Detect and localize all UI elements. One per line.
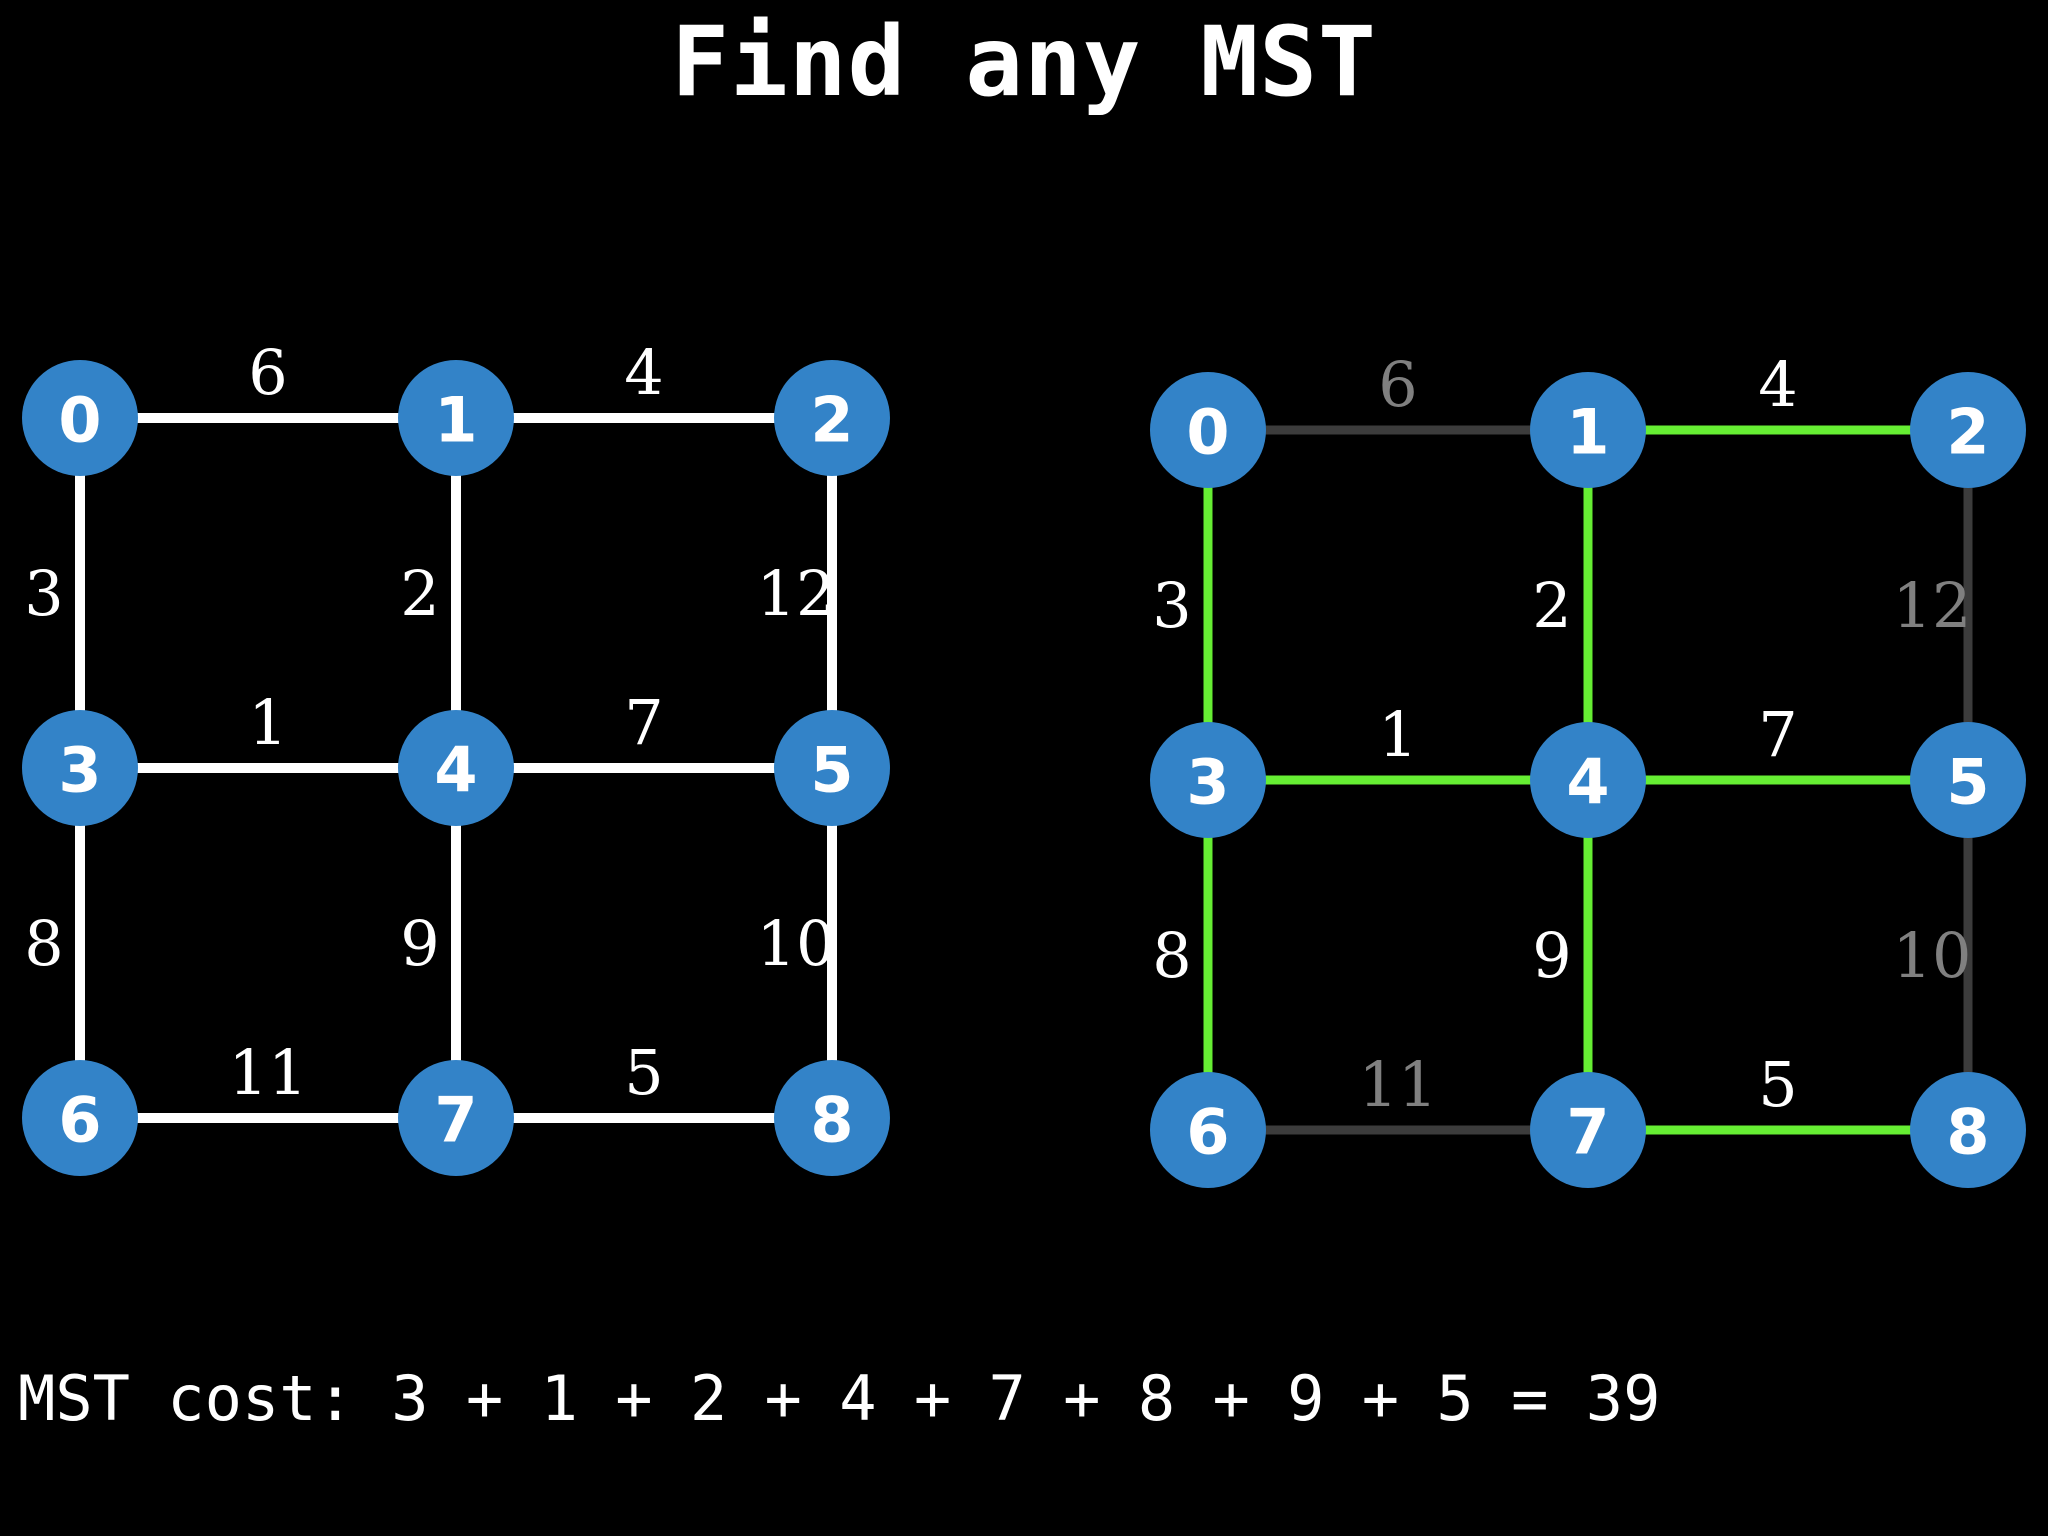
edge-weight-0-1: 6 (248, 336, 287, 409)
node-circle-4[interactable] (1530, 722, 1646, 838)
page-title: Find any MST (671, 6, 1377, 118)
node-label-2: 2 (810, 384, 853, 457)
edge-weight-7-8: 5 (1758, 1048, 1797, 1121)
node-3[interactable]: 3 (22, 710, 138, 826)
edge-weight-3-6: 8 (1152, 919, 1191, 992)
mst-cost-caption: MST cost: 3 + 1 + 2 + 4 + 7 + 8 + 9 + 5 … (18, 1362, 1661, 1435)
edge-weight-2-5: 12 (757, 557, 836, 630)
node-label-5: 5 (1946, 746, 1989, 819)
node-7[interactable]: 7 (398, 1060, 514, 1176)
node-8[interactable]: 8 (774, 1060, 890, 1176)
node-4[interactable]: 4 (398, 710, 514, 826)
edge-weight-3-6: 8 (24, 907, 63, 980)
node-circle-0[interactable] (22, 360, 138, 476)
node-5[interactable]: 5 (774, 710, 890, 826)
node-circle-5[interactable] (1910, 722, 2026, 838)
node-1[interactable]: 1 (398, 360, 514, 476)
node-circle-2[interactable] (1910, 372, 2026, 488)
node-label-6: 6 (1186, 1096, 1229, 1169)
node-label-8: 8 (1946, 1096, 1989, 1169)
node-circle-5[interactable] (774, 710, 890, 826)
node-label-7: 7 (434, 1084, 477, 1157)
node-circle-6[interactable] (22, 1060, 138, 1176)
edge-weight-6-7: 11 (1359, 1048, 1438, 1121)
edge-weight-1-4: 2 (1532, 569, 1571, 642)
node-label-0: 0 (1186, 396, 1229, 469)
node-7[interactable]: 7 (1530, 1072, 1646, 1188)
edge-weight-4-7: 9 (1532, 919, 1571, 992)
edge-weight-1-2: 4 (1758, 348, 1797, 421)
edge-weight-3-4: 1 (1378, 698, 1417, 771)
node-0[interactable]: 0 (22, 360, 138, 476)
edge-weight-5-8: 10 (757, 907, 836, 980)
node-circle-0[interactable] (1150, 372, 1266, 488)
node-1[interactable]: 1 (1530, 372, 1646, 488)
edge-weight-4-5: 7 (624, 686, 663, 759)
node-6[interactable]: 6 (1150, 1072, 1266, 1188)
edge-weight-1-2: 4 (624, 336, 663, 409)
node-label-7: 7 (1566, 1096, 1609, 1169)
node-label-1: 1 (434, 384, 477, 457)
edge-weight-0-1: 6 (1378, 348, 1417, 421)
node-circle-3[interactable] (1150, 722, 1266, 838)
node-circle-7[interactable] (398, 1060, 514, 1176)
node-circle-3[interactable] (22, 710, 138, 826)
node-label-2: 2 (1946, 396, 1989, 469)
node-circle-4[interactable] (398, 710, 514, 826)
node-5[interactable]: 5 (1910, 722, 2026, 838)
edge-weight-4-5: 7 (1758, 698, 1797, 771)
node-label-4: 4 (434, 734, 477, 807)
edge-weight-2-5: 12 (1893, 569, 1972, 642)
node-8[interactable]: 8 (1910, 1072, 2026, 1188)
edge-weight-7-8: 5 (624, 1036, 663, 1109)
node-circle-6[interactable] (1150, 1072, 1266, 1188)
edge-weight-3-4: 1 (248, 686, 287, 759)
node-circle-8[interactable] (774, 1060, 890, 1176)
node-2[interactable]: 2 (774, 360, 890, 476)
node-label-8: 8 (810, 1084, 853, 1157)
node-4[interactable]: 4 (1530, 722, 1646, 838)
node-label-5: 5 (810, 734, 853, 807)
edge-weight-4-7: 9 (400, 907, 439, 980)
edge-weight-1-4: 2 (400, 557, 439, 630)
node-circle-7[interactable] (1530, 1072, 1646, 1188)
edge-weight-5-8: 10 (1893, 919, 1972, 992)
edge-weight-0-3: 3 (1152, 569, 1191, 642)
node-2[interactable]: 2 (1910, 372, 2026, 488)
node-label-4: 4 (1566, 746, 1609, 819)
node-circle-1[interactable] (398, 360, 514, 476)
node-label-1: 1 (1566, 396, 1609, 469)
node-circle-1[interactable] (1530, 372, 1646, 488)
node-circle-2[interactable] (774, 360, 890, 476)
node-label-0: 0 (58, 384, 101, 457)
node-6[interactable]: 6 (22, 1060, 138, 1176)
node-label-3: 3 (58, 734, 101, 807)
node-0[interactable]: 0 (1150, 372, 1266, 488)
node-circle-8[interactable] (1910, 1072, 2026, 1188)
edge-weight-6-7: 11 (229, 1036, 308, 1109)
node-3[interactable]: 3 (1150, 722, 1266, 838)
node-label-3: 3 (1186, 746, 1229, 819)
node-label-6: 6 (58, 1084, 101, 1157)
edge-weight-0-3: 3 (24, 557, 63, 630)
